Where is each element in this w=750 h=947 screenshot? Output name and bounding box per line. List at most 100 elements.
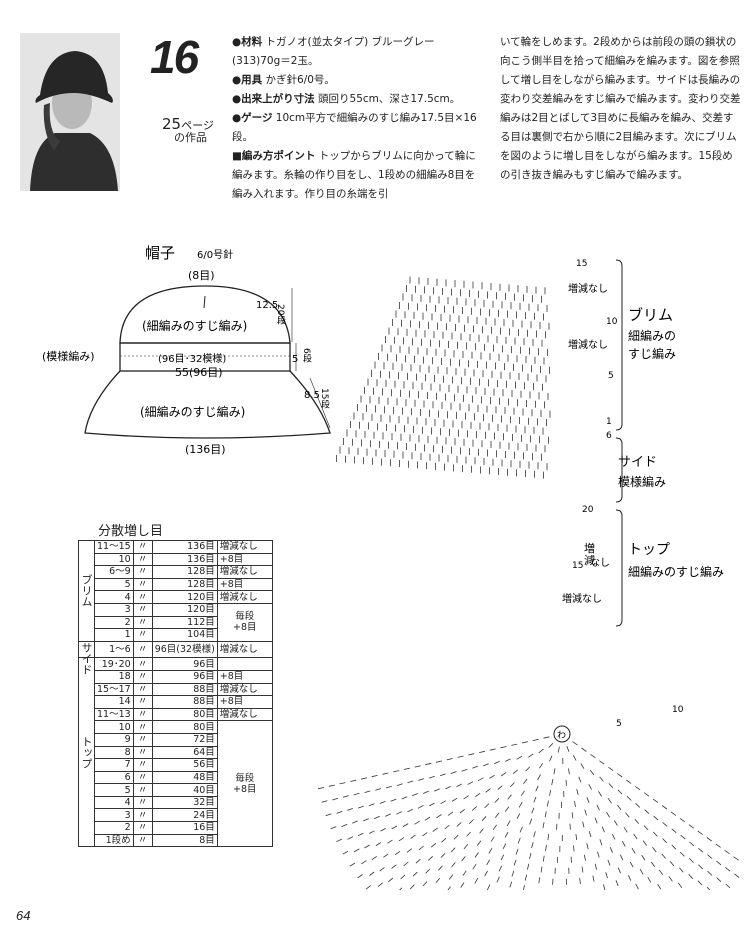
stitch-mark bbox=[414, 820, 420, 825]
stitch-mark bbox=[509, 881, 513, 888]
group-note-1: 毎段 bbox=[235, 611, 255, 623]
stitch-mark bbox=[448, 874, 454, 880]
hat-title: 帽子 bbox=[145, 244, 175, 262]
stitch-mark bbox=[623, 827, 628, 833]
stitch-mark bbox=[481, 816, 487, 822]
stitch-mark bbox=[368, 803, 375, 807]
stitch-mark bbox=[388, 877, 394, 883]
stitch-mark bbox=[409, 884, 415, 890]
stitch-mark bbox=[403, 767, 410, 770]
stitch-mark bbox=[724, 849, 730, 855]
table-row: 5〃40目 bbox=[79, 783, 273, 797]
stitch-mark bbox=[715, 843, 721, 848]
stitch-mark bbox=[396, 811, 402, 815]
row-cell: 6 bbox=[94, 770, 134, 785]
stitch-mark bbox=[364, 790, 371, 793]
stitch-mark bbox=[474, 852, 479, 858]
top-bracket bbox=[615, 509, 623, 627]
stitch-mark bbox=[472, 863, 477, 870]
stitch-mark bbox=[383, 853, 389, 858]
stitch-mark bbox=[502, 843, 507, 849]
stitch-mark bbox=[608, 766, 614, 771]
stitch-mark bbox=[371, 775, 378, 778]
reference-page: 25ページ の作品 bbox=[162, 117, 214, 144]
stitch-mark bbox=[548, 743, 554, 748]
stitch-mark bbox=[669, 861, 675, 867]
stitch-mark bbox=[607, 797, 612, 804]
chart-brim-label: ブリム bbox=[628, 306, 673, 324]
stitch-mark bbox=[617, 804, 622, 810]
stitch-mark bbox=[341, 823, 348, 827]
stitch-mark bbox=[549, 789, 552, 796]
chart-row-6: 6 bbox=[606, 431, 612, 441]
gauge-value: 10cm平方で細編みのすじ編み17.5目×16段。 bbox=[232, 112, 477, 143]
table-row: 1段め〃8目 bbox=[79, 833, 273, 848]
stitch-mark bbox=[529, 852, 532, 859]
stitch-mark bbox=[601, 826, 605, 833]
stitch-mark bbox=[619, 854, 624, 861]
chart-row-10b: 10 bbox=[672, 705, 684, 715]
count-cell: 64目 bbox=[151, 745, 218, 760]
page-number: 64 bbox=[16, 908, 31, 923]
table-row: 3〃120目毎段+8目 bbox=[79, 602, 273, 642]
table-row: 10〃136目+8目 bbox=[79, 552, 273, 567]
stitch-mark bbox=[396, 783, 403, 786]
stitch-mark bbox=[539, 762, 544, 769]
stitch-mark bbox=[734, 873, 740, 878]
side-bracket bbox=[615, 437, 623, 503]
stitch-mark bbox=[582, 821, 585, 828]
stitch-mark bbox=[515, 848, 519, 855]
count-cell: 24目 bbox=[151, 808, 218, 823]
stitch-mark bbox=[594, 863, 597, 870]
stitch-mark bbox=[432, 827, 438, 832]
stitch-mark bbox=[697, 880, 703, 886]
stitch-mark bbox=[460, 882, 465, 888]
stitch-mark bbox=[484, 803, 490, 809]
stitch-mark bbox=[489, 748, 496, 751]
stitch-mark bbox=[520, 790, 525, 797]
stitch-mark bbox=[336, 811, 343, 814]
chart-center-label: わ bbox=[557, 730, 566, 741]
mark-cell: 〃 bbox=[132, 640, 153, 659]
mark-cell: 〃 bbox=[132, 552, 153, 567]
stitch-mark bbox=[453, 834, 459, 840]
stitch-mark bbox=[658, 869, 664, 875]
stitch-mark bbox=[468, 753, 475, 756]
stitch-mark bbox=[357, 805, 364, 809]
tool-value: かぎ針6/0号。 bbox=[265, 74, 335, 86]
stitch-mark bbox=[479, 750, 485, 753]
stitch-mark bbox=[511, 743, 518, 746]
chart-inc-2: 減 bbox=[584, 553, 595, 567]
stitch-mark bbox=[425, 868, 431, 874]
stitch-mark bbox=[394, 850, 401, 856]
stitch-mark bbox=[440, 800, 446, 805]
stitch-mark bbox=[698, 864, 703, 870]
count-cell: 96目 bbox=[151, 657, 218, 671]
stitch-mark bbox=[380, 828, 386, 832]
tool-label: ●用具 bbox=[232, 74, 263, 86]
note-cell: +8目 bbox=[216, 552, 273, 567]
dim-top: 12.5 bbox=[256, 300, 278, 311]
stitch-mark bbox=[375, 788, 382, 791]
stitch-mark bbox=[336, 838, 342, 843]
stitch-mark bbox=[429, 802, 435, 807]
stitch-mark bbox=[668, 876, 673, 882]
stitch-mark bbox=[436, 814, 442, 819]
stitch-mark bbox=[382, 772, 389, 775]
gauge-label: ●ゲージ bbox=[232, 112, 273, 124]
chart-row-15: 15 bbox=[576, 259, 587, 269]
stitch-mark bbox=[509, 782, 515, 788]
stitch-mark bbox=[629, 861, 634, 868]
stitch-mark bbox=[400, 874, 406, 880]
stitch-mark bbox=[586, 843, 589, 850]
stitch-mark bbox=[375, 842, 382, 846]
stitch-mark bbox=[423, 790, 429, 794]
stitch-mark bbox=[598, 791, 603, 797]
group-note-cell: 毎段+8目 bbox=[216, 602, 273, 642]
stitch-mark bbox=[410, 834, 416, 839]
stitch-mark bbox=[642, 840, 648, 846]
table-row: 4〃120目増減なし bbox=[79, 590, 273, 604]
count-cell: 80目 bbox=[151, 707, 218, 722]
